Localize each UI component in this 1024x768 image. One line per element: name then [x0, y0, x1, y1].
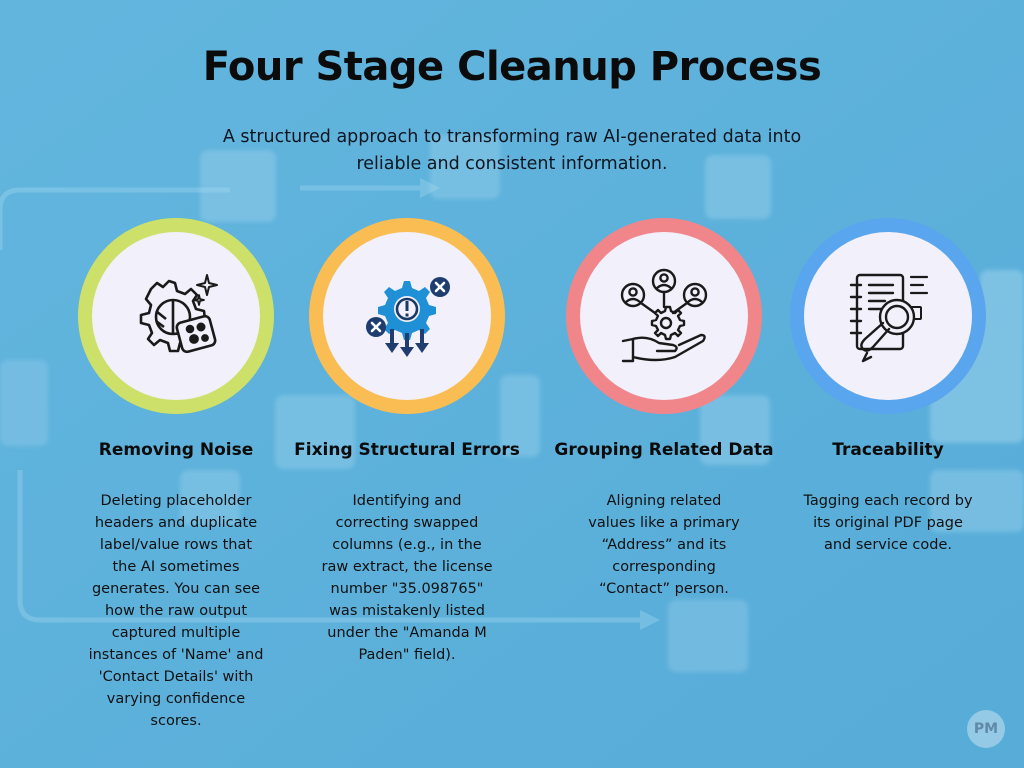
people-network-hand-icon: [620, 268, 708, 363]
notebook-magnifier-icon: [849, 273, 929, 363]
stage-description: Aligning related values like a primary “…: [588, 493, 740, 597]
stage-icon-disc: [580, 232, 748, 400]
stage-ring: [790, 218, 986, 414]
pm-logo: PM: [967, 710, 1005, 748]
stage-description: Deleting placeholder headers and duplica…: [88, 493, 264, 729]
stage-description: Identifying and correcting swapped colum…: [321, 493, 493, 663]
stage-title: Removing Noise: [98, 440, 254, 460]
gear-error-arrows-icon: [366, 277, 450, 357]
page-subtitle: A structured approach to transforming ra…: [222, 127, 802, 174]
stage-ring: [309, 218, 505, 414]
stage-description: Tagging each record by its original PDF …: [803, 493, 973, 553]
gear-cleaning-sponge-icon: [139, 274, 218, 354]
stage-title: Traceability: [832, 440, 944, 460]
stage-icon-disc: [92, 232, 260, 400]
stage-title: Grouping Related Data: [554, 440, 774, 460]
stage-title: Fixing Structural Errors: [294, 440, 520, 460]
stage-icon-disc: [323, 232, 491, 400]
stage-ring: [78, 218, 274, 414]
stage-ring: [566, 218, 762, 414]
page-title: Four Stage Cleanup Process: [202, 44, 822, 90]
stage-icon-disc: [804, 232, 972, 400]
